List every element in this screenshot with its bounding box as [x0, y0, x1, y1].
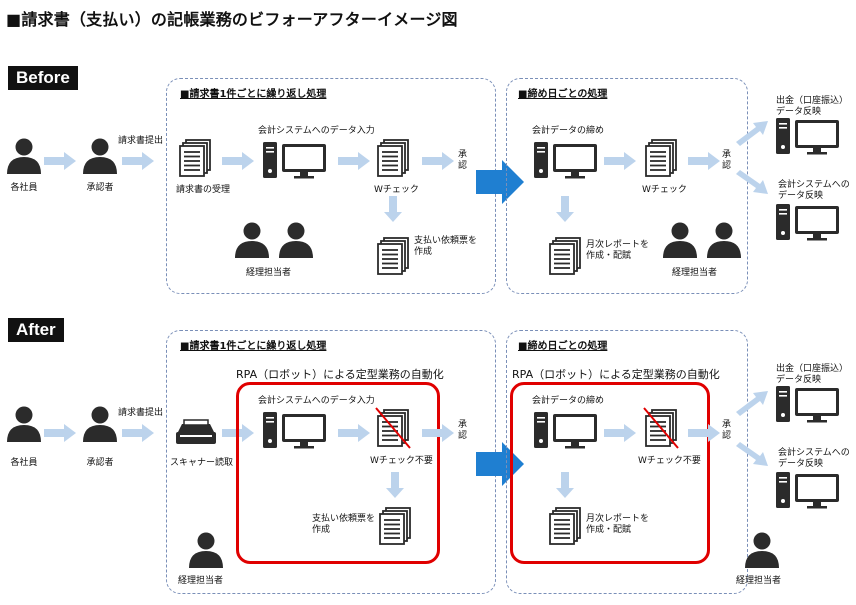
big-arrow-icon	[476, 160, 524, 204]
arrow-right-icon	[122, 152, 154, 170]
arrow-right-icon	[688, 424, 720, 442]
arrow-right-icon	[688, 152, 720, 170]
computer-icon	[534, 412, 597, 449]
computer-icon	[776, 118, 839, 155]
arrow-right-icon	[604, 152, 636, 170]
accounting-staff-icon	[745, 532, 779, 568]
w-check-unneeded-label: Wチェック不要	[370, 456, 433, 466]
approver-label: 承認者	[86, 458, 114, 468]
invoice-document-icon	[179, 139, 211, 177]
employees-icon	[7, 138, 41, 174]
arrow-down-icon	[386, 472, 404, 498]
accounting-staff-label: 経理担当者	[736, 576, 782, 586]
before-label: Before	[8, 66, 78, 90]
after-closing-box	[506, 330, 748, 594]
accounting-staff-label: 経理担当者	[672, 268, 718, 278]
arrow-down-icon	[556, 472, 574, 498]
approval-label: 承 認	[458, 420, 468, 441]
receipt-label: 請求書の受理	[176, 185, 231, 195]
arrow-right-icon	[44, 424, 76, 442]
document-icon	[379, 507, 411, 545]
arrow-up-right-icon	[736, 391, 768, 416]
arrow-down-icon	[556, 196, 574, 222]
approver-icon	[83, 406, 117, 442]
after-box2-title: ■締め日ごとの処理	[518, 341, 608, 352]
tightening-label: 会計データの締め	[532, 126, 605, 136]
data-entry-label: 会計システムへのデータ入力	[258, 396, 375, 406]
after-box1-title: ■請求書1件ごとに繰り返し処理	[180, 341, 327, 352]
arrow-right-icon	[338, 152, 370, 170]
rpa-box	[236, 382, 440, 564]
scanner-icon	[175, 419, 217, 445]
arrow-right-icon	[44, 152, 76, 170]
arrow-right-icon	[422, 152, 454, 170]
invoice-submit-label: 請求書提出	[118, 408, 164, 418]
payment-slip-label: 支払い依頼票を 作成	[414, 236, 478, 257]
accounting-staff-icon	[663, 222, 697, 258]
document-icon	[645, 139, 677, 177]
w-check-label: Wチェック	[642, 185, 687, 195]
w-check-unneeded-label: Wチェック不要	[638, 456, 701, 466]
employees-label: 各社員	[10, 183, 38, 193]
computer-icon	[263, 142, 326, 179]
arrow-right-icon	[604, 424, 636, 442]
arrow-right-icon	[422, 424, 454, 442]
document-icon	[549, 507, 581, 545]
before-box1-title: ■請求書1件ごとに繰り返し処理	[180, 89, 327, 100]
strike-out-icon	[643, 407, 679, 449]
employees-label: 各社員	[10, 458, 38, 468]
computer-icon	[776, 386, 839, 423]
accounting-staff-icon	[279, 222, 313, 258]
page-title: ■請求書（支払い）の記帳業務のビフォーアフターイメージ図	[6, 10, 458, 29]
approval-label: 承 認	[722, 420, 732, 441]
tightening-label: 会計データの締め	[532, 396, 605, 406]
document-icon	[377, 139, 409, 177]
rpa-title: RPA（ロボット）による定型業務の自動化	[236, 368, 444, 381]
accounting-staff-label: 経理担当者	[246, 268, 292, 278]
arrow-right-icon	[338, 424, 370, 442]
arrow-down-right-icon	[736, 170, 768, 194]
employees-icon	[7, 406, 41, 442]
invoice-submit-label: 請求書提出	[118, 136, 164, 146]
accounting-staff-icon	[235, 222, 269, 258]
arrow-up-right-icon	[736, 121, 768, 146]
computer-icon	[534, 142, 597, 179]
payment-output-label: 出金（口座振込） データ反映	[776, 364, 849, 385]
strike-out-icon	[375, 407, 411, 449]
computer-icon	[776, 472, 839, 509]
approval-label: 承 認	[722, 150, 732, 171]
scanner-label: スキャナー読取	[170, 458, 234, 468]
accounting-staff-icon	[707, 222, 741, 258]
approver-label: 承認者	[86, 183, 114, 193]
data-entry-label: 会計システムへのデータ入力	[258, 126, 375, 136]
approver-icon	[83, 138, 117, 174]
before-closing-box	[506, 78, 748, 294]
computer-icon	[776, 204, 839, 241]
arrow-down-right-icon	[736, 442, 768, 466]
payment-output-label: 出金（口座振込） データ反映	[776, 96, 849, 117]
rpa-title: RPA（ロボット）による定型業務の自動化	[512, 368, 720, 381]
w-check-label: Wチェック	[374, 185, 419, 195]
system-output-label: 会計システムへの データ反映	[778, 448, 850, 469]
document-icon	[549, 237, 581, 275]
monthly-report-label: 月次レポートを 作成・配賦	[586, 514, 650, 535]
before-box2-title: ■締め日ごとの処理	[518, 89, 608, 100]
document-icon	[377, 237, 409, 275]
accounting-staff-icon	[189, 532, 223, 568]
monthly-report-label: 月次レポートを 作成・配賦	[586, 240, 650, 261]
system-output-label: 会計システムへの データ反映	[778, 180, 850, 201]
payment-slip-label: 支払い依頼票を 作成	[312, 514, 376, 535]
rpa-box	[510, 382, 710, 564]
computer-icon	[263, 412, 326, 449]
arrow-right-icon	[122, 424, 154, 442]
approval-label: 承 認	[458, 150, 468, 171]
after-label: After	[8, 318, 64, 342]
accounting-staff-label: 経理担当者	[178, 576, 224, 586]
arrow-right-icon	[222, 152, 254, 170]
arrow-down-icon	[384, 196, 402, 222]
